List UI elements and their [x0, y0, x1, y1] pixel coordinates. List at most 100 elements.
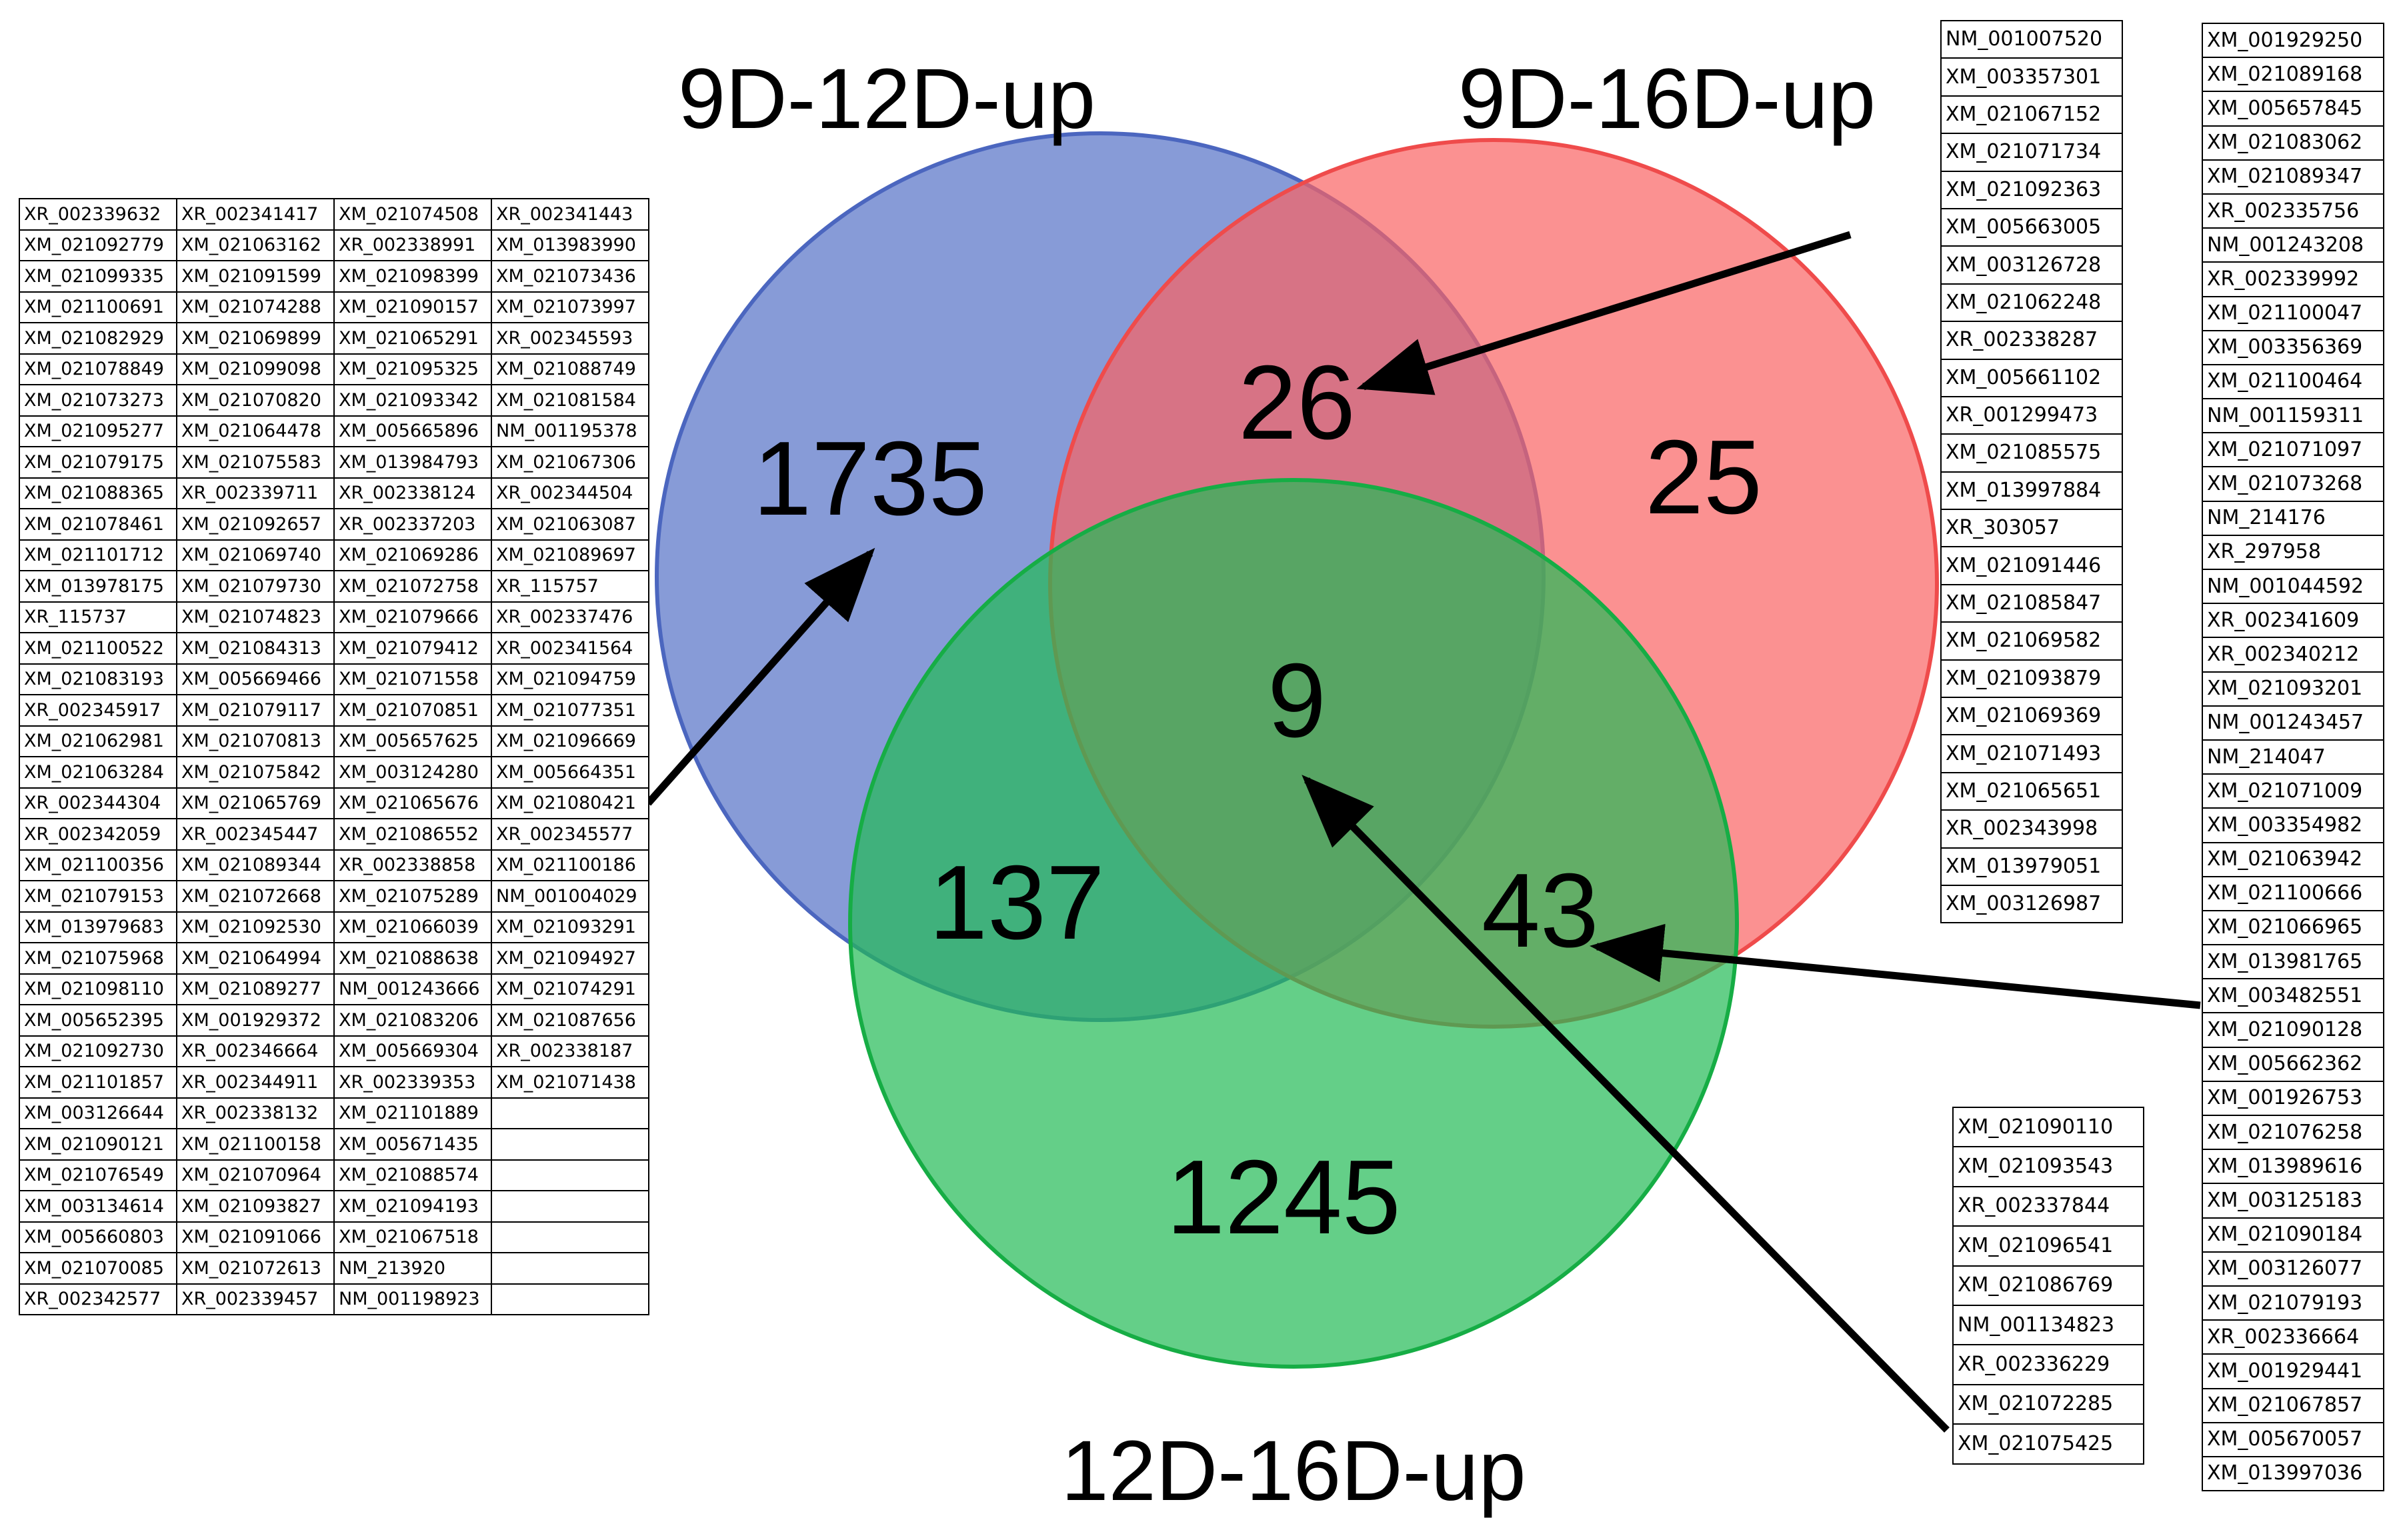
gene-id-cell: XR_002342059 — [19, 818, 177, 851]
gene-id-cell: XM_021069582 — [1940, 621, 2123, 661]
gene-id-cell: XR_115737 — [19, 601, 177, 633]
gene-id-cell: XM_021088574 — [333, 1159, 492, 1191]
gene-id-cell: XR_303057 — [1940, 509, 2123, 548]
gene-id-cell: XM_021092530 — [176, 911, 335, 943]
gene-id-cell: XM_021089277 — [176, 973, 335, 1005]
gene-id-cell: XM_005662362 — [2202, 1046, 2384, 1082]
gene-id-cell: XM_003124280 — [333, 756, 492, 789]
table-row: XM_005662362 — [2202, 1046, 2384, 1082]
gene-id-cell: XM_021072758 — [333, 570, 492, 603]
table-row: XR_297958 — [2202, 534, 2384, 571]
gene-id-cell: XR_002337844 — [1952, 1185, 2144, 1227]
gene-id-cell: XM_021079666 — [333, 601, 492, 633]
gene-id-cell: XR_001299473 — [1940, 395, 2123, 435]
gene-id-cell: XM_003126644 — [19, 1097, 177, 1129]
gene-id-cell: XR_002338991 — [333, 229, 492, 261]
gene-id-cell: XM_021090121 — [19, 1128, 177, 1161]
table-row: XM_021069582 — [1940, 621, 2123, 661]
gene-id-cell: XM_021079117 — [176, 694, 335, 727]
table-row: XR_303057 — [1940, 509, 2123, 548]
gene-id-cell: XR_002341609 — [2202, 603, 2384, 639]
gene-id-cell: XM_021081584 — [491, 384, 649, 417]
gene-id-cell: XM_021075842 — [176, 756, 335, 789]
arrow-to-26 — [1356, 231, 1852, 395]
table-row: XR_002338287 — [1940, 321, 2123, 360]
table-row: XM_005657845 — [2202, 91, 2384, 127]
table-row: NM_001243457 — [2202, 705, 2384, 741]
gene-id-cell: NM_001004029 — [491, 880, 649, 913]
gene-id-cell: XM_021085847 — [1940, 583, 2123, 623]
gene-id-cell: XM_021088638 — [333, 942, 492, 975]
gene-id-cell: XM_013997884 — [1940, 471, 2123, 511]
arrow-to-1735 — [645, 547, 875, 806]
table-row: XM_001929250 — [2202, 22, 2384, 59]
gene-id-cell: XM_005665896 — [333, 415, 492, 447]
gene-id-cell: XM_013984793 — [333, 446, 492, 479]
gene-id-cell — [491, 1159, 649, 1191]
table-row: XM_003354982 — [2202, 807, 2384, 843]
region-count-only-12d-16d-up: 1245 — [1166, 1139, 1401, 1256]
gene-id-cell: XM_021079153 — [19, 880, 177, 913]
table-row: XM_021089347 — [2202, 159, 2384, 195]
gene-id-cell: XM_005660803 — [19, 1221, 177, 1253]
gene-id-cell: XR_002335756 — [2202, 193, 2384, 229]
gene-id-cell: NM_001195378 — [491, 415, 649, 447]
region-count-all-three: 9 — [1268, 642, 1326, 759]
gene-id-cell: XM_021088749 — [491, 353, 649, 385]
gene-id-cell: XM_003357301 — [1940, 57, 2123, 97]
gene-id-cell: XM_021098399 — [333, 260, 492, 293]
gene-id-cell: XM_001926753 — [2202, 1080, 2384, 1117]
gene-id-cell: NM_001243457 — [2202, 705, 2384, 741]
gene-id-cell: XR_002341564 — [491, 632, 649, 665]
gene-id-cell: XM_021074291 — [491, 973, 649, 1005]
gene-id-cell: XM_021099098 — [176, 353, 335, 385]
table-row: XM_021063942 — [2202, 841, 2384, 877]
gene-id-cell: XM_021082929 — [19, 322, 177, 355]
gene-id-cell: XM_021071438 — [491, 1066, 649, 1099]
gene-id-cell: XM_021071558 — [333, 663, 492, 695]
gene-id-cell: XM_021092363 — [1940, 170, 2123, 209]
gene-id-cell: XM_021072613 — [176, 1252, 335, 1285]
gene-id-cell: XM_021093291 — [491, 911, 649, 943]
gene-id-cell: XM_021083206 — [333, 1004, 492, 1037]
table-row: XM_021090110 — [1952, 1106, 2144, 1148]
gene-id-cell: NM_001159311 — [2202, 398, 2384, 434]
table-row: XM_021071009 — [2202, 773, 2384, 809]
gene-id-cell: XM_021100186 — [491, 849, 649, 881]
gene-id-cell: XM_021063284 — [19, 756, 177, 789]
table-row: XM_021067857 — [2202, 1387, 2384, 1423]
gene-id-cell: XR_002339711 — [176, 477, 335, 509]
table-row: XM_003126987 — [1940, 884, 2123, 924]
table-row: XM_013997036 — [2202, 1455, 2384, 1492]
gene-id-cell: XM_021101857 — [19, 1066, 177, 1099]
gene-id-cell: XM_021080421 — [491, 787, 649, 819]
gene-id-cell: NM_001198923 — [333, 1283, 492, 1315]
table-row: XR_002335756 — [2202, 193, 2384, 229]
region-count-9d-16d-and-12d-16d: 43 — [1482, 852, 1599, 969]
set-label-9d-16d-up: 9D-16D-up — [1458, 51, 1876, 147]
gene-id-cell: XM_021075289 — [333, 880, 492, 913]
table-row: XM_021093543 — [1952, 1146, 2144, 1187]
gene-id-cell: XM_021100691 — [19, 291, 177, 323]
gene-id-cell: XM_021101712 — [19, 539, 177, 571]
gene-id-cell: XM_021100356 — [19, 849, 177, 881]
gene-id-cell: NM_001044592 — [2202, 568, 2384, 605]
gene-id-cell — [491, 1190, 649, 1223]
gene-id-cell: XR_002342577 — [19, 1283, 177, 1315]
region-count-9d-12d-and-9d-16d: 26 — [1238, 344, 1356, 461]
set-circle-12d-16d-up — [848, 478, 1739, 1369]
gene-id-cell: XR_002339632 — [19, 198, 177, 231]
gene-id-cell: XM_005671435 — [333, 1128, 492, 1161]
table-row: XR_002339992 — [2202, 261, 2384, 297]
table-row: XM_021067152 — [1940, 95, 2123, 135]
gene-id-cell: XM_021076549 — [19, 1159, 177, 1191]
